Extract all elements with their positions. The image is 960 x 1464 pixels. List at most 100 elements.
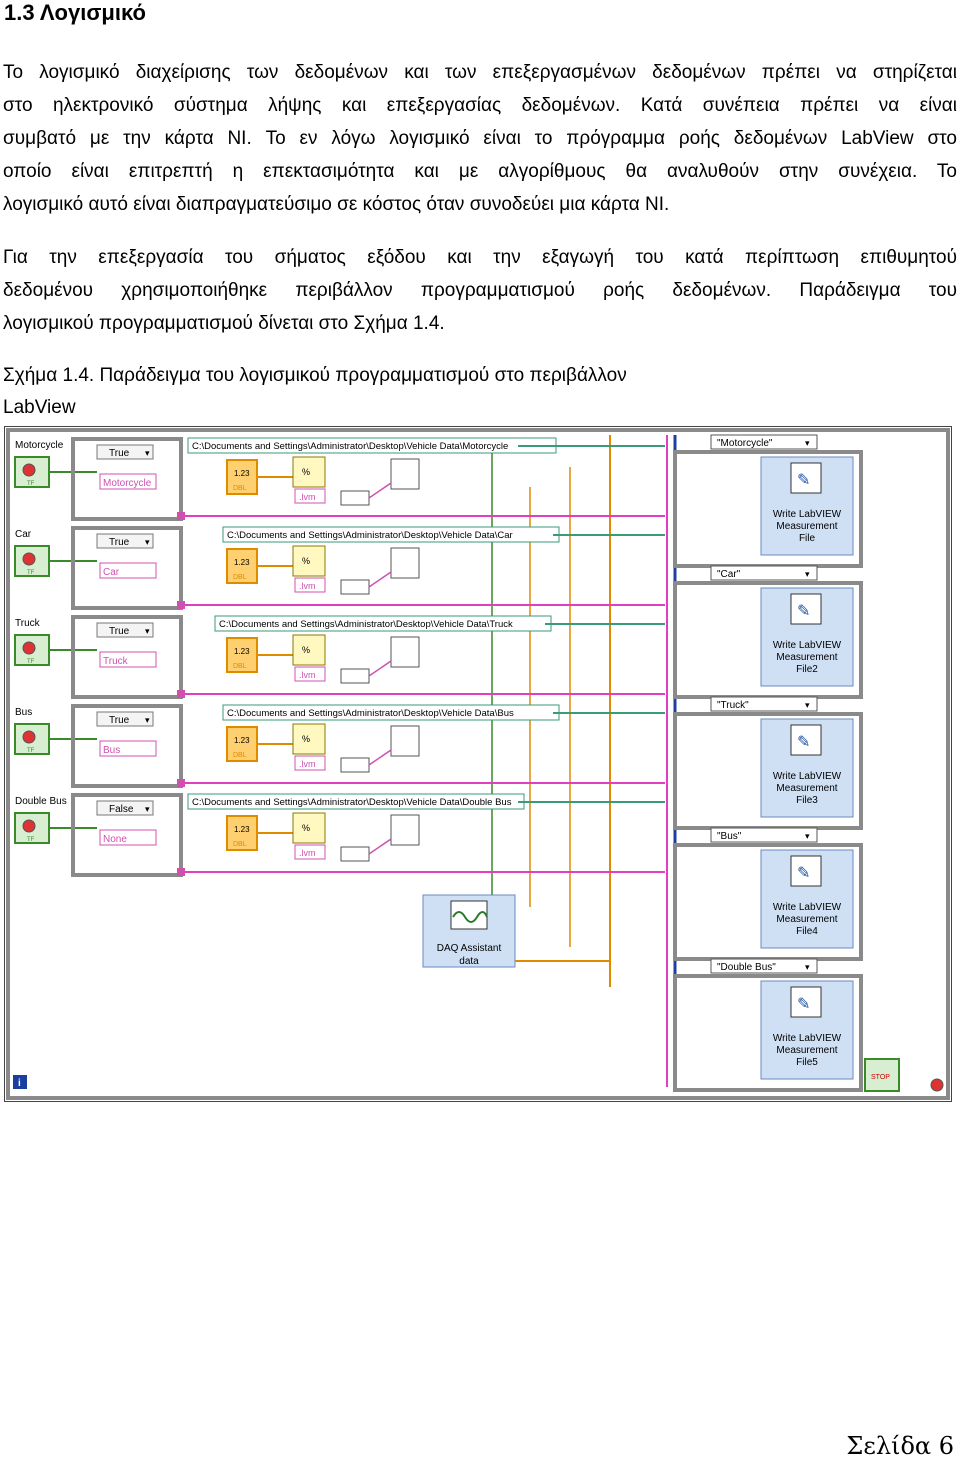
daq-card-icon — [450, 900, 488, 930]
concat-node — [340, 846, 370, 862]
boolean-led-icon — [22, 819, 36, 833]
string-constant-value: Bus — [103, 745, 120, 756]
paragraph-line: στο ηλεκτρονικό σύστημα λήψης και επεξερ… — [3, 95, 957, 116]
boolean-type-label: TF — [27, 570, 35, 576]
format-node — [292, 812, 326, 844]
string-constant — [99, 829, 157, 846]
format-node — [292, 634, 326, 666]
boolean-led-icon — [22, 552, 36, 566]
string-constant — [99, 562, 157, 579]
case-selector-right-value: "Double Bus" — [717, 962, 776, 973]
extension-value: .lvm — [299, 759, 316, 769]
case-selector-right — [710, 827, 818, 843]
pencil-icon: ✎ — [797, 734, 810, 751]
concat-wire — [368, 838, 392, 855]
daq-output-label: data — [459, 956, 479, 967]
numeric-type-label: DBL — [233, 574, 247, 581]
case-selector-right — [710, 434, 818, 450]
numeric-type-label: DBL — [233, 841, 247, 848]
write-node-label: Write LabVIEW — [773, 771, 842, 782]
pencil-icon: ✎ — [797, 603, 810, 620]
page-number: Σελίδα 6 — [846, 1432, 954, 1460]
stop-label: STOP — [871, 1074, 890, 1081]
extension-value: .lvm — [299, 670, 316, 680]
format-string: % — [302, 645, 310, 655]
chevron-down-icon: ▾ — [145, 715, 150, 725]
case-structure — [71, 526, 183, 610]
chevron-down-icon: ▾ — [805, 831, 810, 841]
write-file-icon — [790, 855, 822, 887]
write-node-label: Write LabVIEW — [773, 640, 842, 651]
boolean-type-label: TF — [27, 837, 35, 843]
concat-node — [340, 490, 370, 506]
case-selector-value: True — [109, 626, 130, 637]
format-string: % — [302, 734, 310, 744]
concat-wire — [368, 482, 392, 499]
string-constant — [99, 473, 157, 490]
boolean-led-icon — [22, 641, 36, 655]
case-selector-right — [710, 958, 818, 974]
write-node-label: File4 — [796, 926, 818, 937]
case-selector-right-value: "Bus" — [717, 831, 742, 842]
build-path-node — [390, 725, 420, 757]
write-node-label: Write LabVIEW — [773, 902, 842, 913]
concat-node — [340, 668, 370, 684]
pencil-icon: ✎ — [797, 996, 810, 1013]
extension-constant — [294, 666, 326, 682]
chevron-down-icon: ▾ — [805, 962, 810, 972]
stop-button — [864, 1058, 900, 1092]
path-constant-value: C:\Documents and Settings\Administrator\… — [227, 530, 513, 541]
build-path-node — [390, 636, 420, 668]
concat-wire — [368, 571, 392, 588]
case-selector-right-value: "Motorcycle" — [717, 438, 773, 449]
case-tunnel — [177, 690, 185, 698]
case-selector — [96, 622, 154, 638]
case-tunnel — [177, 601, 185, 609]
numeric-constant-value: 1.23 — [234, 647, 250, 656]
chevron-down-icon: ▾ — [145, 626, 150, 636]
format-string: % — [302, 467, 310, 477]
boolean-control-label: Double Bus — [15, 796, 67, 807]
build-path-node — [390, 814, 420, 846]
path-constant-value: C:\Documents and Settings\Administrator\… — [192, 441, 508, 452]
paragraph-line: λογισμικού προγραμματισμού δίνεται στο Σ… — [3, 313, 445, 334]
chevron-down-icon: ▾ — [145, 804, 150, 814]
write-node-label: File3 — [796, 795, 818, 806]
concat-wire — [368, 749, 392, 766]
paragraph-line: Το λογισμικό διαχείρισης των δεδομένων κ… — [3, 62, 957, 83]
numeric-constant — [226, 548, 258, 584]
write-file-icon — [790, 724, 822, 756]
paragraph-line: λογισμικό αυτό είναι διαπραγματεύσιμο σε… — [3, 194, 670, 215]
numeric-type-label: DBL — [233, 485, 247, 492]
string-constant-value: None — [103, 834, 127, 845]
case-structure — [71, 437, 183, 521]
extension-constant — [294, 755, 326, 771]
extension-constant — [294, 844, 326, 860]
boolean-control-label: Car — [15, 529, 32, 540]
string-constant-value: Motorcycle — [103, 478, 152, 489]
info-icon — [13, 1075, 27, 1089]
format-string: % — [302, 823, 310, 833]
paragraph-line: δεδομένου χρησιμοποιήθηκε περιβάλλον προ… — [3, 280, 957, 301]
case-selector-value: True — [109, 537, 130, 548]
build-path-node — [390, 458, 420, 490]
chevron-down-icon: ▾ — [145, 537, 150, 547]
info-icon-label: i — [18, 1078, 21, 1089]
labview-diagram-canvas: MotorcycleTFTrue▾MotorcycleC:\Documents … — [6, 428, 950, 1100]
concat-node — [340, 579, 370, 595]
string-constant-value: Car — [103, 567, 120, 578]
case-selector-value: False — [109, 804, 134, 815]
write-node-label: Write LabVIEW — [773, 509, 842, 520]
case-selector — [96, 711, 154, 727]
section-heading: 1.3 Λογισμικό — [4, 0, 146, 25]
case-structure-right — [673, 974, 863, 1092]
chevron-down-icon: ▾ — [145, 448, 150, 458]
build-path-node — [390, 547, 420, 579]
chevron-down-icon: ▾ — [805, 438, 810, 448]
boolean-control-label: Motorcycle — [15, 440, 64, 451]
write-file-icon — [790, 986, 822, 1018]
numeric-type-label: DBL — [233, 752, 247, 759]
case-selector — [96, 800, 154, 816]
case-tunnel — [177, 779, 185, 787]
